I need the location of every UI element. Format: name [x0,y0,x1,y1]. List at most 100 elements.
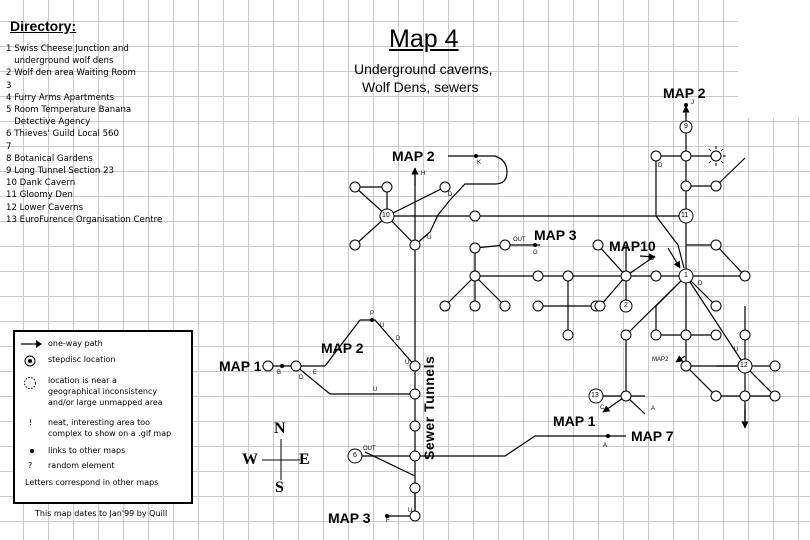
directory-list: 1 Swiss Cheese Junction and underground … [6,43,162,226]
node-9 [679,120,693,134]
map-node [409,482,421,494]
directory-item: 5 Room Temperature Banana [6,105,132,116]
letter-label: U [373,387,378,393]
map-node [710,390,722,402]
exit-map2-small: MAP2 [652,357,669,363]
node-12 [737,358,753,374]
letter-label: J [691,100,694,106]
map-node [262,360,274,372]
directory-item: 9 Long Tunnel Section 23 [6,166,115,177]
path-line [386,186,446,217]
path-line [685,365,717,397]
letter-label: F [386,518,390,524]
exit-map2-top: MAP 2 [663,85,706,101]
letter-label: U [408,508,413,514]
map-node [739,270,751,282]
map-node [409,388,421,400]
path-line [715,244,746,277]
directory-item: 1 Swiss Cheese Junction and [6,44,129,54]
path-line [655,156,685,269]
map-node [349,181,361,193]
map-node [409,360,421,372]
compass-e: E [299,451,310,468]
map-node [620,329,632,341]
stepdisc-icon [24,355,36,367]
map-node [710,180,722,192]
map-node [710,329,722,341]
exclamation-icon: ! [29,418,33,427]
path-line [414,155,508,246]
map-node [439,181,451,193]
letter-label: E [313,370,318,376]
map-node [469,242,481,254]
path-line [715,157,746,187]
map-node [532,270,544,282]
map-date-footer: This map dates to Jan'99 by Quill [35,509,168,518]
letter-label: H [421,171,426,177]
directory-item: 13 EuroFurence Organisation Centre [6,214,163,225]
letter-label: D [650,256,655,262]
map-node [499,300,511,312]
directory-item: 6 Thieves' Guild Local 560 [6,129,119,140]
exit-map3-upper: MAP 3 [534,227,577,243]
letter-label: D [299,375,304,381]
letter-label: U [427,235,432,241]
sewer-tunnels-label: Sewer Tunnels [421,355,437,460]
directory-item: 12 Lower Caverns [6,202,84,213]
numbered-nodes [347,120,753,464]
letter-label: B [277,370,282,376]
map-subtitle-line2: Wolf Dens, sewers [362,79,479,95]
node-number-13: 13 [591,392,599,399]
path-line [599,275,627,307]
compass-w: W [242,451,258,468]
link-dot-icon [30,449,34,453]
map-node [469,270,481,282]
map-subtitle-line1: Underground caverns, [354,61,493,77]
letter-label: U [405,360,410,366]
path-line [685,275,746,367]
compass-cross-icon [262,439,300,480]
exit-map2-mid: MAP 2 [321,340,364,356]
letter-label: U [380,323,385,329]
exit-map7: MAP 7 [631,428,674,444]
path-line [597,244,627,277]
directory-item: 8 Botanical Gardens [6,153,93,164]
map-node [381,181,393,193]
map-node [562,329,574,341]
path-line [444,275,476,307]
map-node [409,510,421,522]
node-1 [678,268,694,284]
letter-label: D [396,336,401,342]
node-number-12: 12 [740,362,748,369]
map-node [650,150,662,162]
node-2 [619,299,633,313]
letter-label: A [651,406,656,412]
letter-label: G [533,250,538,256]
map-node [594,300,606,312]
node-10 [379,208,395,224]
letter-label: OUT [363,446,376,452]
map-node [650,329,662,341]
directory-item: underground wolf dens [6,56,114,67]
map-node [710,300,722,312]
map-node [710,239,722,251]
grid-blank-area [738,0,810,118]
map-node [532,300,544,312]
directory-item: Detective Agency [6,117,91,128]
map-node [469,210,481,222]
letter-label: P [370,311,375,317]
map-node [680,329,692,341]
question-icon: ? [28,461,33,470]
map-node [769,390,781,402]
node-11 [678,208,694,224]
map-paths [268,105,776,517]
exit-map3-bottom: MAP 3 [328,510,371,526]
one-way-arrow-icon [21,340,42,348]
exit-map10: MAP10 [609,238,656,254]
directory-item: 11 Gloomy Den [6,190,73,201]
path-line [360,319,416,367]
node-13 [588,388,604,404]
letter-label: OUT [513,237,526,243]
letter-label: K [477,160,482,166]
